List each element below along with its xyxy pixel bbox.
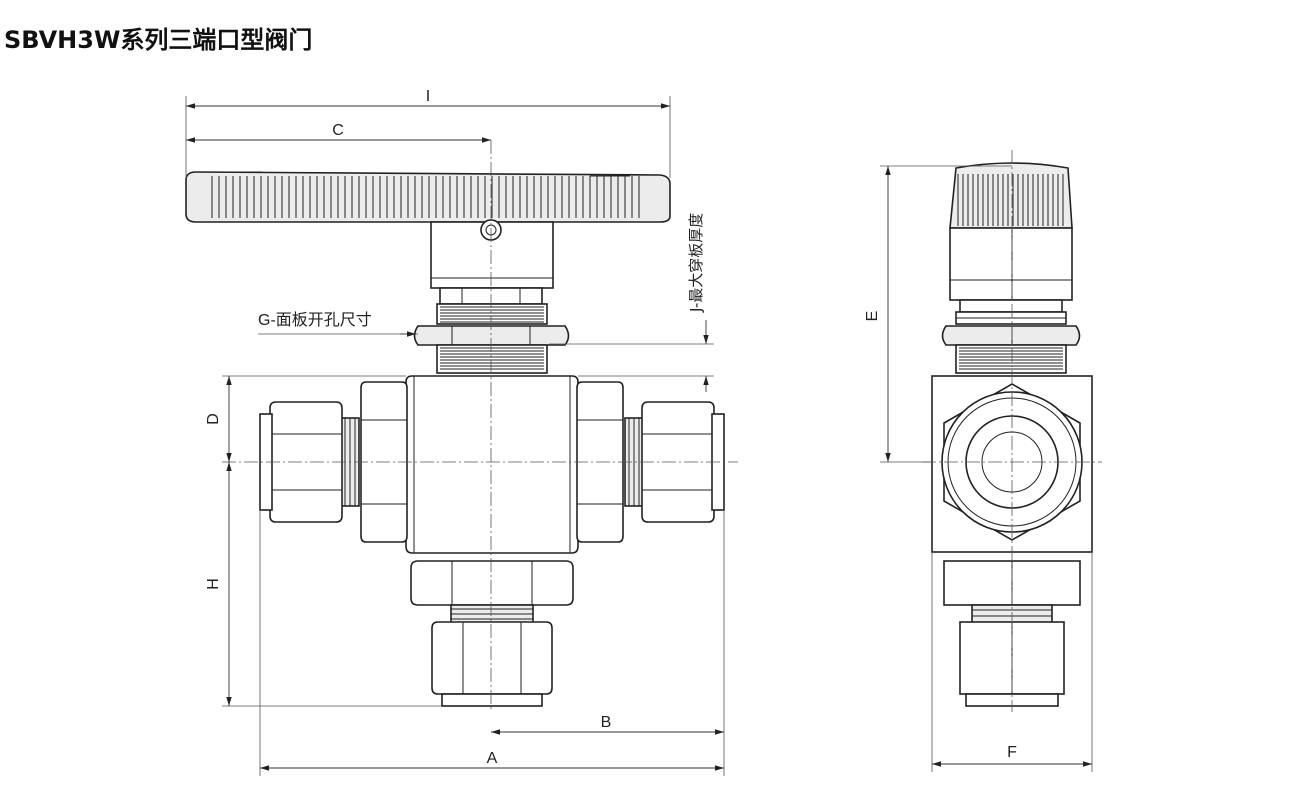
- bottom-tube-stub: [441, 693, 543, 707]
- handle-grip-ridges: [211, 176, 640, 218]
- side-thread-lower: [955, 344, 1067, 374]
- panel-nut: [413, 325, 570, 346]
- page-title: SBVH3W系列三端口型阀门: [4, 26, 313, 54]
- dim-label-b: B: [601, 714, 612, 731]
- bottom-nut: [431, 621, 553, 695]
- side-stem: [959, 299, 1063, 313]
- knurl-lines: [957, 174, 1064, 226]
- side-view: [922, 150, 1102, 712]
- dim-label-f: F: [1007, 744, 1017, 761]
- dim-label-g: G-面板开孔尺寸: [258, 311, 372, 329]
- bottom-body-hex: [410, 560, 574, 606]
- thread-lines: [440, 306, 544, 323]
- right-nut: [641, 401, 715, 523]
- thread-lines: [440, 347, 544, 370]
- thread-lines: [959, 347, 1063, 370]
- dim-label-c: C: [332, 122, 344, 139]
- dim-label-e: E: [864, 311, 881, 322]
- panel-thread-lower: [436, 344, 548, 374]
- dim-label-d: D: [205, 413, 222, 425]
- side-handle-icon: [949, 162, 1073, 301]
- valve-body: [405, 375, 579, 554]
- front-view-dimensions: I C J-最大穿板厚度 G-面板开孔尺寸 D H B A: [185, 88, 725, 776]
- dim-label-i: I: [426, 88, 430, 105]
- dim-label-h: H: [205, 578, 222, 590]
- side-panel-nut: [941, 325, 1081, 346]
- valve-handle-icon: [185, 171, 671, 241]
- dim-label-j: J-最大穿板厚度: [687, 213, 705, 313]
- front-view: [185, 140, 738, 712]
- side-view-dimensions: E F: [864, 165, 1093, 772]
- dim-label-a: A: [487, 750, 498, 767]
